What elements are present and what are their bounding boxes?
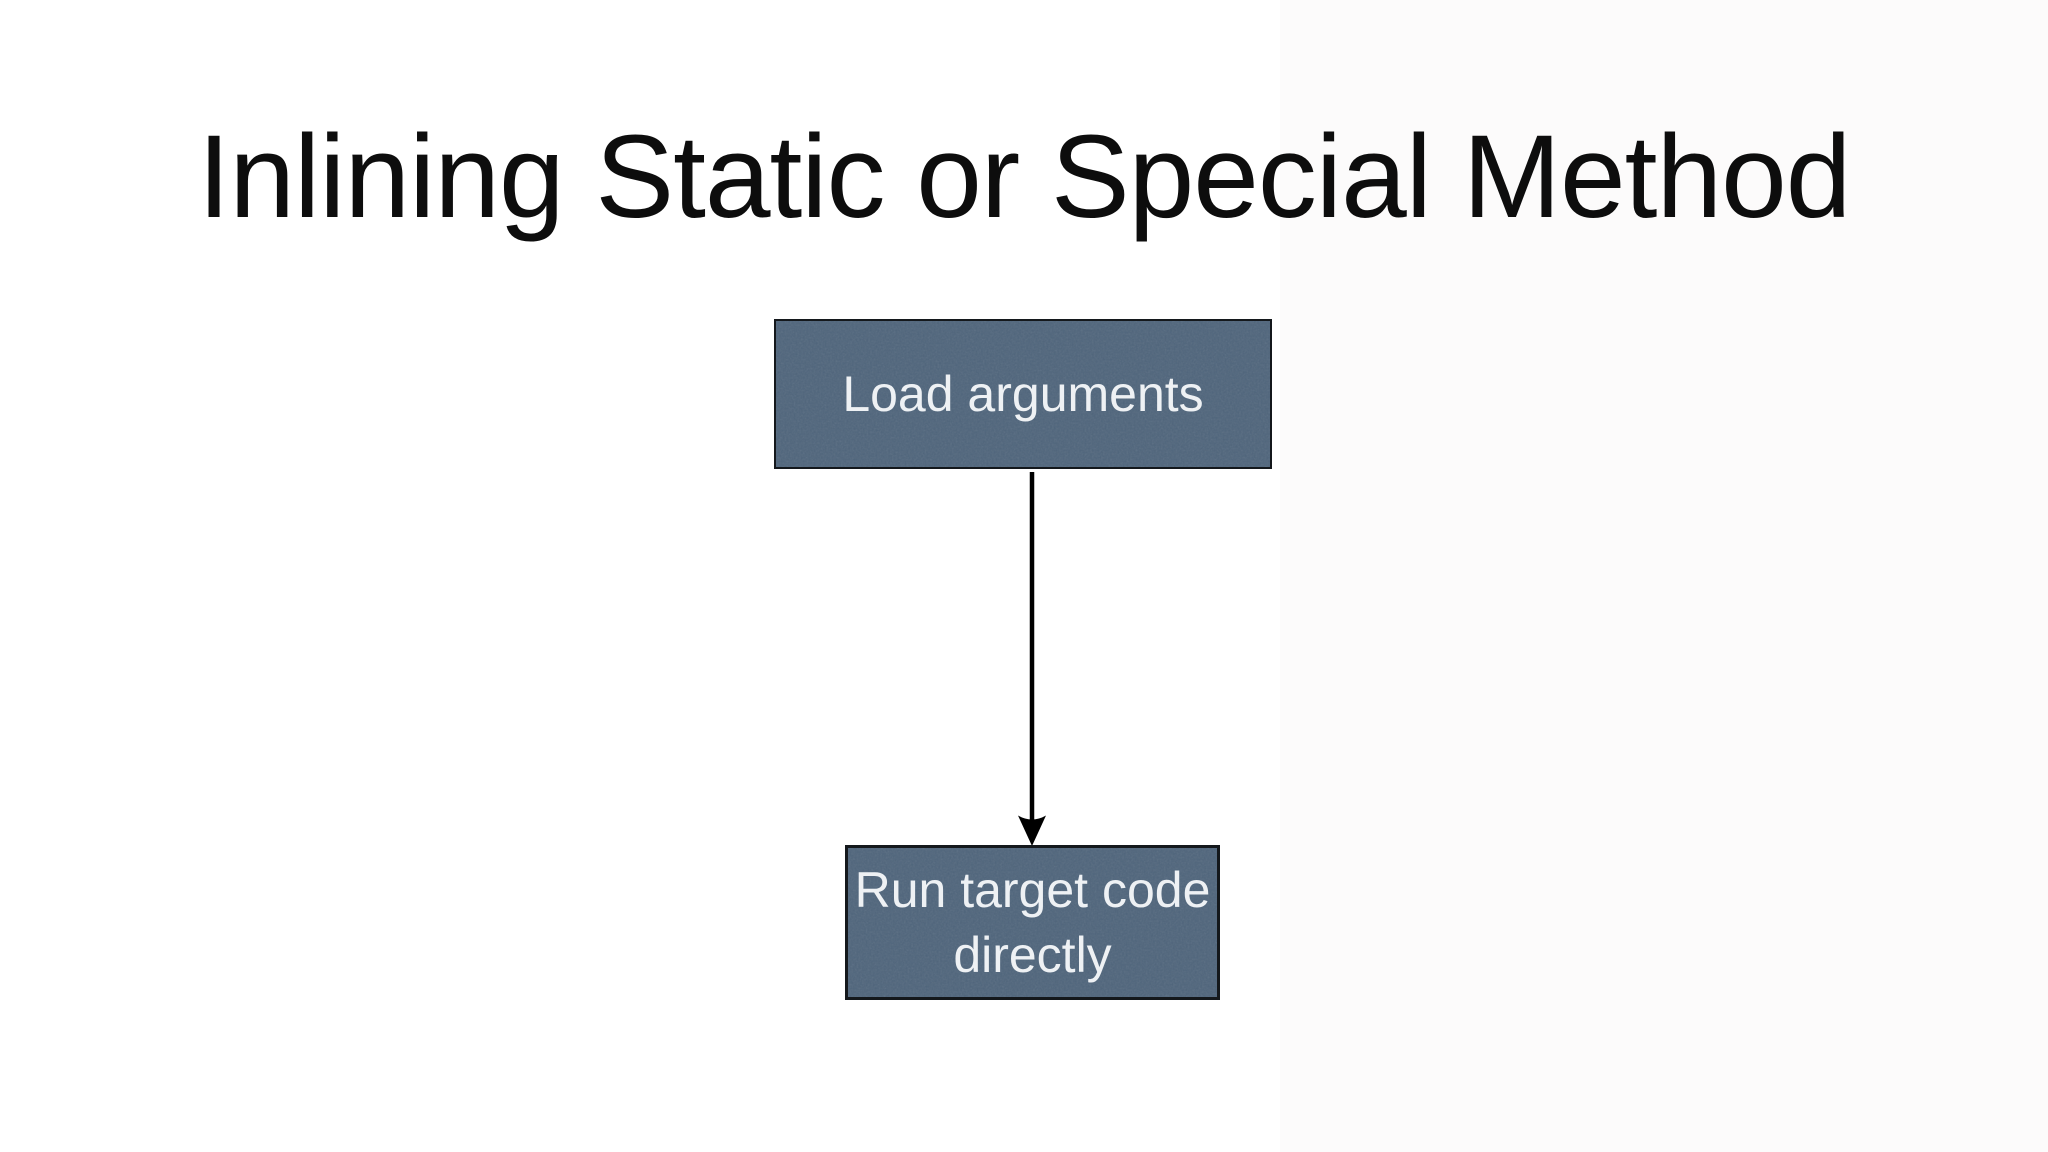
arrowhead-icon [1018,815,1046,846]
slide-title: Inlining Static or Special Method [197,111,1852,243]
node-label-line-1: Run target code [854,861,1211,918]
background-shade-panel [1280,0,2048,1152]
arrow-down-connector [1018,472,1046,846]
flow-node-load-arguments: Load arguments [774,319,1272,469]
node-label: Load arguments [842,365,1204,422]
node-label-line-2: directly [953,926,1112,983]
flow-node-run-target-code: Run target code directly [845,845,1220,1000]
